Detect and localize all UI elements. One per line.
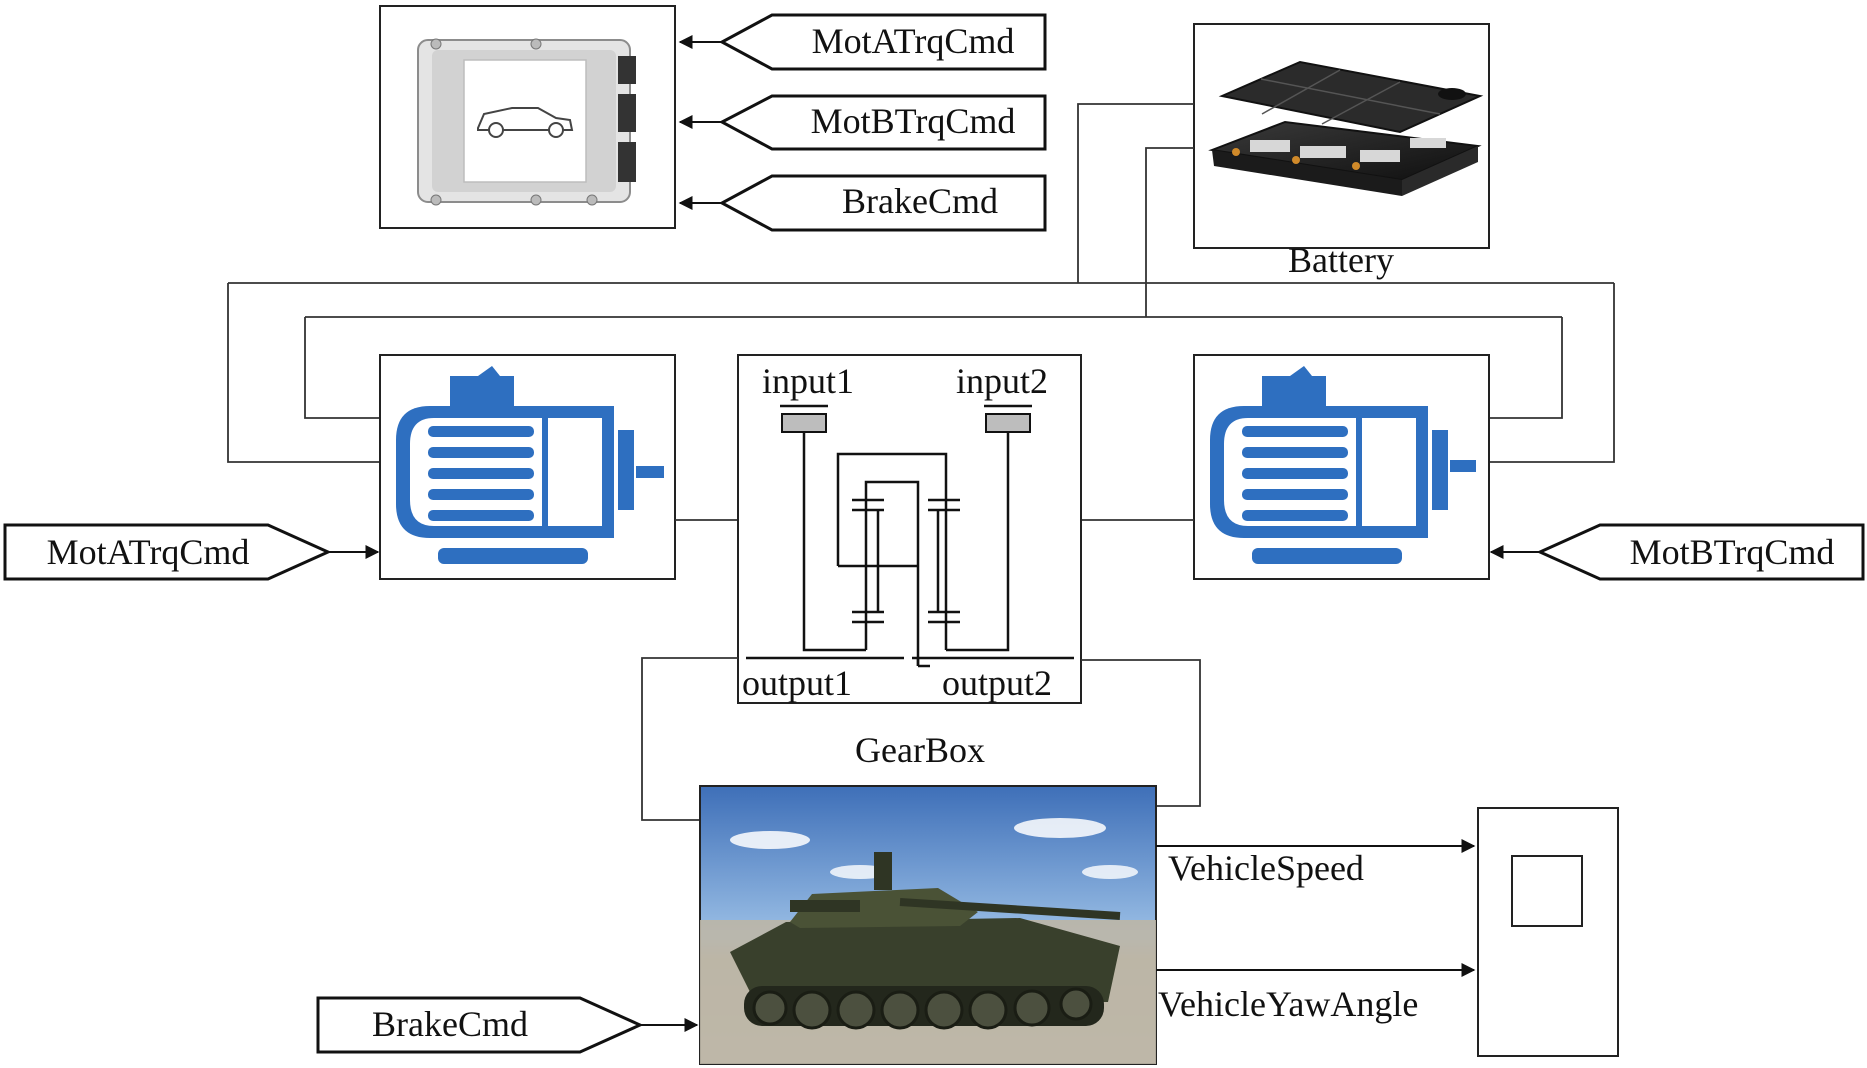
gearbox-output-lines xyxy=(641,657,1201,821)
battery-bus-lines xyxy=(227,103,1615,463)
tracked-vehicle-icon xyxy=(700,818,1156,1064)
gearbox-port-output1: output1 xyxy=(742,663,852,703)
motor-b-block[interactable] xyxy=(1193,354,1490,580)
vehicle-brake-label: BrakeCmd xyxy=(372,1004,528,1044)
gearbox-block[interactable]: input1 input2 output1 output2 xyxy=(737,354,1082,770)
ecu-cmd-tag-2[interactable]: MotBTrqCmd xyxy=(718,94,1047,151)
motor-a-cmd-label: MotATrqCmd xyxy=(47,532,250,572)
battery-pack-icon xyxy=(1208,60,1484,196)
vehicle-block[interactable] xyxy=(699,785,1157,1065)
battery-block[interactable]: Battery xyxy=(1193,23,1490,280)
planetary-gear-schematic-icon xyxy=(746,404,1074,668)
motor-a-cmd-tag[interactable]: MotATrqCmd xyxy=(3,523,332,581)
motor-b-cmd-label: MotBTrqCmd xyxy=(1630,532,1835,572)
car-ecu-icon xyxy=(417,38,636,206)
gearbox-port-output2: output2 xyxy=(942,663,1052,703)
vehicle-brake-tag[interactable]: BrakeCmd xyxy=(316,996,644,1054)
scope-block[interactable] xyxy=(1477,807,1619,1057)
electric-motor-icon xyxy=(1210,366,1476,564)
ecu-cmd-label: MotATrqCmd xyxy=(812,21,1015,61)
motor-b-cmd-tag[interactable]: MotBTrqCmd xyxy=(1536,523,1865,581)
ecu-cmd-tag-3[interactable]: BrakeCmd xyxy=(718,174,1047,232)
signal-vehicle-yaw-label: VehicleYawAngle xyxy=(1158,984,1418,1024)
gearbox-port-input1: input1 xyxy=(762,361,854,401)
ecu-cmd-tag-1[interactable]: MotATrqCmd xyxy=(718,13,1047,71)
ecu-cmd-label: BrakeCmd xyxy=(842,181,998,221)
gearbox-label: GearBox xyxy=(855,730,985,770)
motor-a-block[interactable] xyxy=(379,354,676,580)
gearbox-port-input2: input2 xyxy=(956,361,1048,401)
signal-vehicle-speed-label: VehicleSpeed xyxy=(1168,848,1364,888)
electric-motor-icon xyxy=(396,366,664,564)
scope-icon xyxy=(1511,855,1583,927)
battery-label: Battery xyxy=(1288,240,1394,280)
ecu-block[interactable] xyxy=(379,5,676,229)
ecu-cmd-label: MotBTrqCmd xyxy=(811,101,1016,141)
